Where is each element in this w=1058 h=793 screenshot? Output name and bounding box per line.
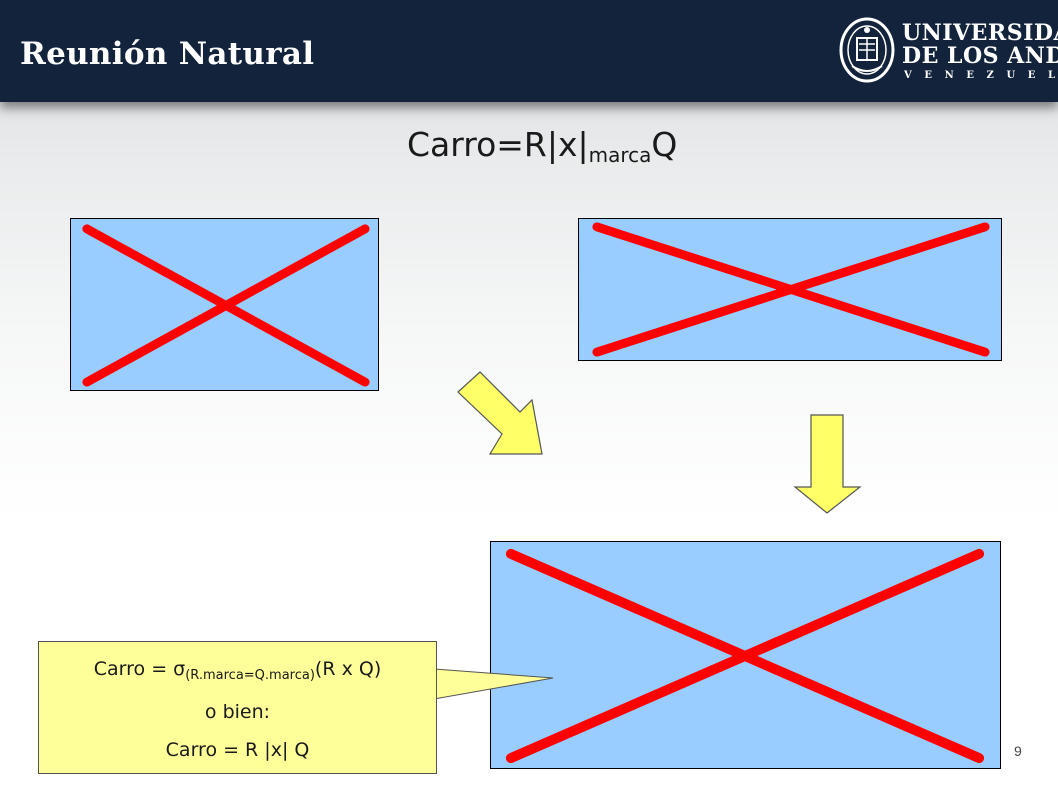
arrow-down-icon bbox=[793, 414, 862, 514]
page-number: 9 bbox=[1014, 743, 1022, 759]
missing-image-q bbox=[578, 218, 1002, 361]
equivalence-callout: Carro = σ(R.marca=Q.marca)(R x Q) o bien… bbox=[38, 641, 437, 774]
broken-image-placeholder-icon bbox=[592, 222, 990, 357]
logo-text-de-los-andes: DE LOS ANDES bbox=[902, 43, 1058, 69]
missing-image-r bbox=[70, 218, 379, 391]
formula-subscript: marca bbox=[588, 143, 652, 167]
logo-text-universidad: UNIVERSIDAD bbox=[902, 20, 1058, 46]
missing-image-result bbox=[490, 541, 1001, 769]
callout-line-or: o bien: bbox=[204, 701, 271, 723]
broken-image-placeholder-icon bbox=[82, 224, 370, 387]
logo-text-venezuela: VENEZUELA bbox=[904, 70, 1058, 81]
university-logo: UNIVERSIDAD DE LOS ANDES VENEZUELA bbox=[838, 16, 1058, 86]
formula-text-end: Q bbox=[651, 125, 678, 164]
arrow-down-right-icon bbox=[457, 371, 543, 455]
university-seal-icon bbox=[839, 17, 895, 83]
broken-image-placeholder-icon bbox=[505, 548, 985, 764]
slide-header: Reunión Natural UNIVERSIDAD DE LOS ANDES… bbox=[0, 0, 1058, 102]
formula-text: Carro=R|x| bbox=[407, 125, 589, 164]
callout-selection-text: Carro = σ bbox=[93, 658, 186, 680]
callout-pointer bbox=[430, 668, 554, 700]
slide-title: Reunión Natural bbox=[20, 36, 315, 72]
callout-line-selection: Carro = σ(R.marca=Q.marca)(R x Q) bbox=[39, 658, 436, 683]
natural-join-formula: Carro=R|x|marcaQ bbox=[407, 125, 677, 167]
callout-line-join: Carro = R |x| Q bbox=[165, 739, 310, 761]
callout-selection-condition: (R.marca=Q.marca) bbox=[185, 668, 315, 683]
callout-selection-product: (R x Q) bbox=[314, 658, 382, 680]
